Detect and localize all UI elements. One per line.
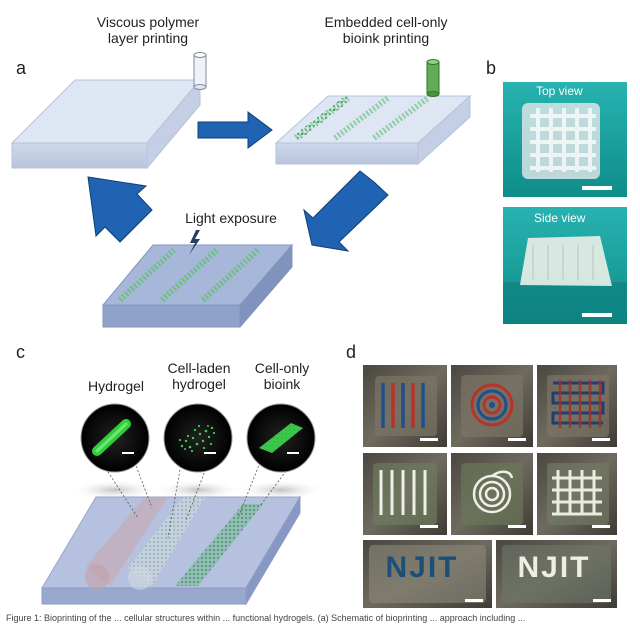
cell-only-line1: Cell-only	[254, 360, 310, 376]
top-view-label: Top view	[536, 84, 583, 98]
cell-laden-line2: hydrogel	[172, 376, 226, 392]
step1-line1: Viscous polymer	[96, 14, 200, 30]
panel-label-c: c	[16, 342, 25, 362]
panel-label-d: d	[346, 342, 357, 362]
photo-top-view	[503, 82, 627, 197]
njit-text-white: NJIT	[517, 551, 591, 584]
zoom-circle-cell-laden	[163, 403, 233, 473]
cell-only-line2: bioink	[263, 376, 301, 392]
lightning-icon	[189, 230, 200, 255]
step2-label: Embedded cell-only bioink printing	[306, 14, 466, 46]
block-viscous-layer	[10, 78, 202, 170]
step2-line2: bioink printing	[342, 30, 430, 46]
arrow-up-left-icon	[87, 176, 153, 243]
arrow-down-left-icon	[303, 170, 389, 252]
figure-caption: Figure 1: Bioprinting of the ... cellula…	[6, 613, 526, 623]
block-light-cured	[101, 243, 294, 329]
njit-text-blue: NJIT	[385, 551, 459, 584]
scale-bar	[582, 313, 612, 317]
step1-line2: layer printing	[107, 30, 189, 46]
cell-laden-rod	[128, 497, 205, 590]
cell-only-strand	[175, 504, 263, 586]
step3-label: Light exposure	[185, 210, 277, 226]
cell-laden-line1: Cell-laden	[167, 360, 231, 376]
step1-label: Viscous polymer layer printing	[78, 14, 218, 46]
side-view-label: Side view	[534, 211, 586, 225]
hydrogel-label: Hydrogel	[87, 378, 145, 394]
arrow-right-icon	[197, 111, 273, 149]
scale-bar	[582, 186, 612, 190]
photo-side-view	[503, 207, 627, 324]
block-embedded-printing	[274, 94, 472, 166]
block-hydrogel-comparison	[41, 495, 301, 606]
printed-cell-strands	[293, 95, 430, 141]
nozzle-green-icon	[426, 59, 440, 97]
nozzle-empty-icon	[193, 52, 207, 90]
panel-label-a: a	[16, 58, 27, 78]
zoom-circle-hydrogel	[80, 403, 150, 473]
zoom-circle-cell-only	[246, 403, 316, 473]
hydrogel-rod	[85, 497, 168, 590]
step2-line1: Embedded cell-only	[324, 14, 448, 30]
cell-laden-label: Cell-laden hydrogel	[160, 360, 238, 392]
panel-label-b: b	[486, 58, 497, 78]
photo-grid	[363, 365, 617, 608]
cell-only-label: Cell-only bioink	[246, 360, 318, 392]
